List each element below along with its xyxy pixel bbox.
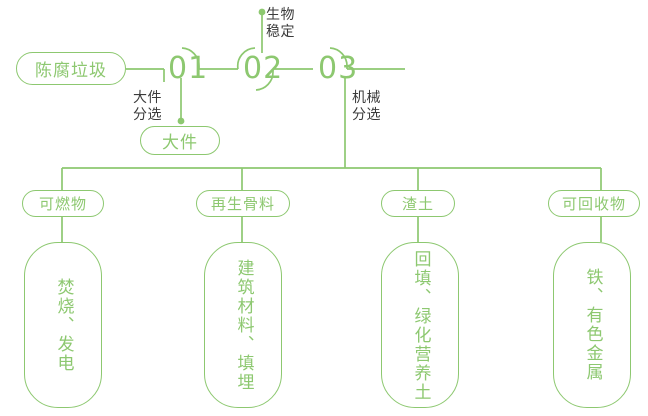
category-pill-slag-soil[interactable]: 渣土 xyxy=(381,190,455,217)
source-node-stale-waste[interactable]: 陈腐垃圾 xyxy=(16,52,126,85)
category-pill-combustible[interactable]: 可燃物 xyxy=(22,190,104,217)
arc-step02-bottom xyxy=(255,69,274,91)
annotation-mechanical-sorting-line1: 机械 xyxy=(352,89,381,105)
dot-bulky-sort xyxy=(177,117,185,125)
outcome-capsule-combustible[interactable]: 焚烧、发电 xyxy=(24,242,102,408)
annotation-bio-stabilization-line1: 生物 xyxy=(266,6,295,22)
step-number-02: 02 xyxy=(243,51,284,86)
annotation-bio-stabilization-line2: 稳定 xyxy=(266,23,295,40)
outcome-text-combustible: 焚烧、发电 xyxy=(54,277,74,373)
arc-step02-topleft xyxy=(236,47,256,70)
outcome-text-recyclables: 铁、有色金属 xyxy=(583,268,603,382)
outcome-text-slag-soil: 回填、绿化营养土 xyxy=(411,250,431,402)
output-node-bulky[interactable]: 大件 xyxy=(140,126,220,155)
annotation-bio-stabilization: 生物 稳定 xyxy=(266,6,295,40)
outcome-capsule-recycled-aggregate[interactable]: 建筑材料、填埋 xyxy=(204,242,282,408)
annotation-bulky-sorting-line2: 分选 xyxy=(133,106,162,123)
category-pill-recyclables[interactable]: 可回收物 xyxy=(548,190,640,217)
category-pill-recycled-aggregate[interactable]: 再生骨料 xyxy=(196,190,290,217)
step-number-03: 03 xyxy=(318,51,359,86)
annotation-bulky-sorting-line1: 大件 xyxy=(133,89,162,105)
annotation-mechanical-sorting: 机械 分选 xyxy=(352,89,381,123)
annotation-mechanical-sorting-line2: 分选 xyxy=(352,106,381,123)
dot-bio-stable xyxy=(258,8,266,16)
arc-step01-top xyxy=(181,47,200,69)
annotation-bulky-sorting: 大件 分选 xyxy=(133,89,162,123)
outcome-text-recycled-aggregate: 建筑材料、填埋 xyxy=(234,258,254,392)
step-number-01: 01 xyxy=(168,51,209,86)
outcome-capsule-recyclables[interactable]: 铁、有色金属 xyxy=(553,242,631,408)
outcome-capsule-slag-soil[interactable]: 回填、绿化营养土 xyxy=(381,242,459,408)
arc-step03-top xyxy=(329,47,348,69)
